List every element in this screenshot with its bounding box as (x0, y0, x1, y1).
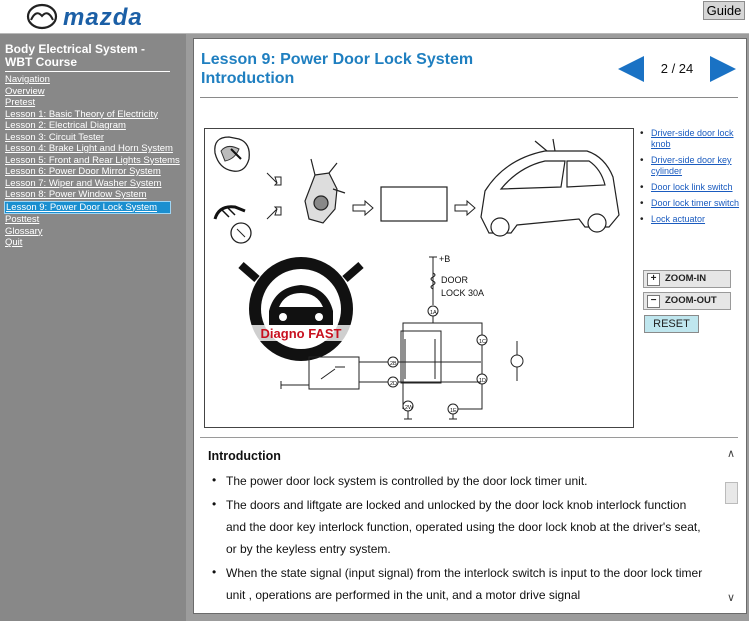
pin-label: 1D (479, 378, 486, 384)
nav-link[interactable]: Quit (5, 237, 23, 248)
vehicle-image (480, 138, 620, 237)
nav-link[interactable]: Lesson 8: Power Window System (5, 189, 147, 200)
chevron-up-icon[interactable]: ∧ (726, 448, 736, 460)
chevron-down-icon[interactable]: ∨ (726, 592, 736, 604)
top-bar: mazda Guide (0, 0, 749, 34)
pin-label: 2D (390, 381, 397, 387)
nav-link[interactable]: Pretest (5, 97, 36, 108)
nav-link[interactable]: Lesson 5: Front and Rear Lights Systems (5, 154, 180, 166)
zoom-out-label: ZOOM-OUT (665, 295, 717, 306)
component-link[interactable]: Door lock timer switch (640, 198, 744, 209)
page-counter: 2 / 24 (660, 61, 694, 76)
plus-icon: + (647, 273, 660, 286)
pin-label: 1A (430, 310, 437, 316)
pin-label: 2B (390, 361, 397, 367)
zoom-in-label: ZOOM-IN (665, 273, 707, 284)
pin-label: 2W (405, 405, 414, 411)
component-link[interactable]: Driver-side door key cylinder (640, 155, 744, 177)
sidebar: Body Electrical System - WBT Course Navi… (0, 34, 186, 621)
nav-link[interactable]: Lesson 1: Basic Theory of Electricity (5, 108, 158, 120)
previous-page-arrow-icon[interactable] (618, 56, 644, 82)
bullet-item: When the state signal (input signal) fro… (208, 561, 708, 606)
pin-label: 1E (450, 408, 457, 414)
mazda-logo: mazda (26, 3, 176, 31)
key-cylinder-image[interactable] (213, 205, 252, 244)
logo-text: mazda (63, 4, 143, 30)
lock-knob-image[interactable] (214, 136, 250, 172)
nav-link[interactable]: Lesson 6: Power Door Mirror System (5, 166, 161, 177)
component-link-list: Driver-side door lock knobDriver-side do… (640, 128, 744, 230)
nav-link[interactable]: Overview (5, 85, 45, 97)
nav-link[interactable]: Lesson 3: Circuit Tester (5, 131, 105, 143)
minus-icon: − (647, 295, 660, 308)
circuit-diagram (280, 256, 524, 420)
guide-button[interactable]: Guide (703, 1, 745, 20)
watermark-text: Diagno FAST (261, 326, 342, 341)
bullet-item: The doors and liftgate are locked and un… (208, 493, 708, 560)
next-page-arrow-icon[interactable] (710, 56, 736, 82)
zoom-in-button[interactable]: + ZOOM-IN (643, 270, 731, 288)
pager: 2 / 24 (618, 56, 736, 82)
nav-link[interactable]: Posttest (5, 214, 40, 225)
scrollbar-thumb[interactable] (725, 482, 738, 504)
nav-divider (5, 71, 170, 72)
flow-arrow-icon (266, 172, 476, 220)
reset-button[interactable]: RESET (644, 315, 699, 333)
bullet-list: The power door lock system is controlled… (208, 469, 708, 608)
fuse-label: LOCK 30A (441, 288, 484, 298)
nav-link[interactable]: Lesson 9: Power Door Lock System (4, 200, 171, 214)
introduction-panel: Introduction The power door lock system … (200, 437, 738, 608)
bullet-item: The power door lock system is controlled… (208, 469, 708, 492)
zoom-out-button[interactable]: −ZOOM-OUT (643, 292, 731, 310)
lesson-panel: Lesson 9: Power Door Lock System Introdu… (193, 38, 747, 614)
nav-link[interactable]: Lesson 7: Wiper and Washer System (5, 177, 162, 189)
title-divider (200, 97, 738, 98)
page-title: Lesson 9: Power Door Lock System Introdu… (201, 51, 474, 87)
nav-link[interactable]: Lesson 2: Electrical Diagram (5, 120, 126, 131)
section-heading: Introduction (208, 449, 281, 463)
timer-unit-box[interactable] (380, 186, 448, 222)
component-link[interactable]: Lock actuator (640, 214, 744, 225)
nav-link[interactable]: Navigation (5, 74, 50, 85)
door-lock-diagram: Diagno FAST (204, 128, 634, 428)
pin-label: 1C (479, 339, 486, 345)
watermark-logo: Diagno FAST (238, 257, 364, 361)
nav-link[interactable]: Glossary (5, 225, 43, 237)
door-label: DOOR (441, 275, 469, 285)
nav-link[interactable]: Lesson 4: Brake Light and Horn System (5, 143, 173, 154)
text-scrollbar[interactable]: ∧ ∨ (725, 448, 738, 604)
component-link[interactable]: Driver-side door lock knob (640, 128, 744, 150)
plus-b-label: +B (439, 254, 450, 264)
component-link[interactable]: Door lock link switch (640, 182, 744, 193)
course-title: Body Electrical System - WBT Course (5, 42, 146, 69)
door-lock-mechanism-image[interactable] (304, 158, 346, 224)
